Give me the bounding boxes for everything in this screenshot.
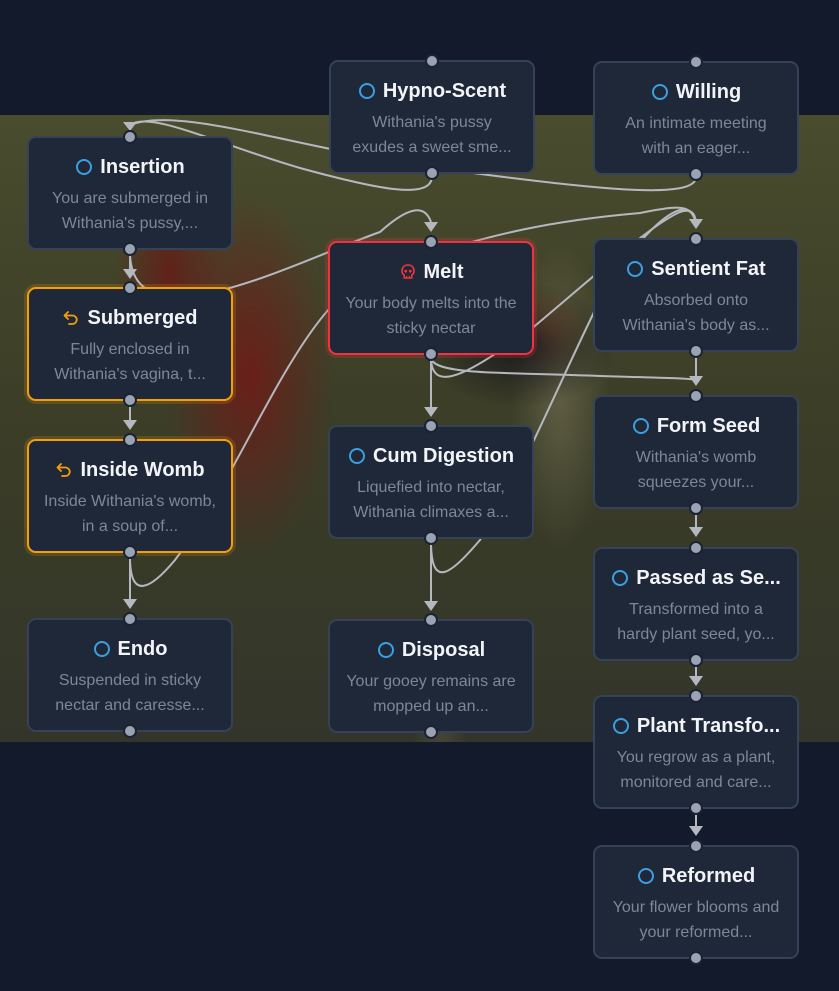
circle-icon [651, 83, 669, 101]
output-handle[interactable] [123, 724, 137, 738]
node-title-row: Endo [29, 636, 231, 662]
node-title-row: Hypno-Scent [331, 78, 533, 104]
circle-icon [611, 569, 629, 587]
node-description: Suspended in sticky nectar and caresse..… [55, 672, 205, 714]
input-handle[interactable] [123, 433, 137, 447]
node-description: Fully enclosed in Withania's vagina, t..… [54, 341, 206, 383]
node-description: An intimate meeting with an eager... [625, 115, 767, 157]
node-title-row: Willing [595, 79, 797, 105]
output-handle[interactable] [424, 347, 438, 361]
node-title-row: Reformed [595, 863, 797, 889]
arrow-into-reformed [689, 826, 703, 836]
input-handle[interactable] [689, 55, 703, 69]
node-willing[interactable]: Willing An intimate meeting with an eager… [593, 55, 799, 181]
node-title: Disposal [401, 639, 486, 661]
output-handle[interactable] [425, 166, 439, 180]
input-handle[interactable] [123, 281, 137, 295]
node-title: Sentient Fat [651, 258, 766, 280]
node-title: Reformed [661, 865, 756, 887]
input-handle[interactable] [424, 235, 438, 249]
output-handle[interactable] [689, 801, 703, 815]
node-plant-transformation[interactable]: Plant Transfo... You regrow as a plant, m… [593, 689, 799, 815]
input-handle[interactable] [689, 389, 703, 403]
node-title: Cum Digestion [372, 445, 515, 467]
node-description: Transformed into a hardy plant seed, yo.… [617, 601, 775, 643]
output-handle[interactable] [689, 501, 703, 515]
node-title-row: Form Seed [595, 413, 797, 439]
input-handle[interactable] [424, 419, 438, 433]
output-handle[interactable] [689, 344, 703, 358]
node-description: Withania's pussy exudes a sweet sme... [352, 114, 512, 156]
output-handle[interactable] [123, 545, 137, 559]
node-title: Endo [117, 638, 168, 660]
skull-icon [399, 263, 417, 281]
node-title-row: Plant Transfo... [595, 713, 797, 739]
input-handle[interactable] [689, 839, 703, 853]
node-title-row: Sentient Fat [595, 256, 797, 282]
circle-icon [358, 82, 376, 100]
node-title: Submerged [87, 307, 198, 329]
node-title-row: Insertion [29, 154, 231, 180]
node-description: Your gooey remains are mopped up an... [346, 673, 516, 715]
node-title: Willing [675, 81, 742, 103]
input-handle[interactable] [123, 130, 137, 144]
node-title-row: Melt [330, 259, 532, 285]
node-title: Plant Transfo... [636, 715, 781, 737]
input-handle[interactable] [425, 54, 439, 68]
circle-icon [626, 260, 644, 278]
circle-icon [637, 867, 655, 885]
node-title-row: Inside Womb [29, 457, 231, 483]
node-description: Absorbed onto Withania's body as... [622, 292, 770, 334]
node-passed-as-seed[interactable]: Passed as Se... Transformed into a hardy … [593, 541, 799, 667]
node-description: Withania's womb squeezes your... [635, 449, 757, 491]
node-title: Form Seed [656, 415, 761, 437]
node-title: Insertion [100, 156, 185, 178]
loop-arrow-icon [55, 461, 73, 479]
input-handle[interactable] [689, 232, 703, 246]
node-title: Melt [423, 261, 464, 283]
circle-icon [377, 641, 395, 659]
output-handle[interactable] [424, 531, 438, 545]
node-description: Your body melts into the sticky nectar [345, 295, 517, 337]
node-description: Liquefied into nectar, Withania climaxes… [353, 479, 509, 521]
input-handle[interactable] [424, 613, 438, 627]
node-title: Inside Womb [80, 459, 205, 481]
node-title-row: Disposal [330, 637, 532, 663]
output-handle[interactable] [424, 725, 438, 739]
output-handle[interactable] [689, 167, 703, 181]
circle-icon [75, 158, 93, 176]
input-handle[interactable] [689, 541, 703, 555]
circle-icon [93, 640, 111, 658]
node-title: Hypno-Scent [382, 80, 507, 102]
node-description: You are submerged in Withania's pussy,..… [52, 190, 208, 232]
node-description: You regrow as a plant, monitored and car… [616, 749, 776, 791]
loop-arrow-icon [62, 309, 80, 327]
output-handle[interactable] [689, 951, 703, 965]
node-title-row: Passed as Se... [595, 565, 797, 591]
circle-icon [632, 417, 650, 435]
output-handle[interactable] [123, 393, 137, 407]
circle-icon [612, 717, 630, 735]
output-handle[interactable] [689, 653, 703, 667]
input-handle[interactable] [689, 689, 703, 703]
output-handle[interactable] [123, 242, 137, 256]
node-title: Passed as Se... [636, 567, 781, 589]
node-title-row: Cum Digestion [330, 443, 532, 469]
input-handle[interactable] [123, 612, 137, 626]
circle-icon [348, 447, 366, 465]
node-description: Your flower blooms and your reformed... [612, 899, 780, 941]
node-description: Inside Withania's womb, in a soup of... [43, 493, 216, 535]
node-title-row: Submerged [29, 305, 231, 331]
